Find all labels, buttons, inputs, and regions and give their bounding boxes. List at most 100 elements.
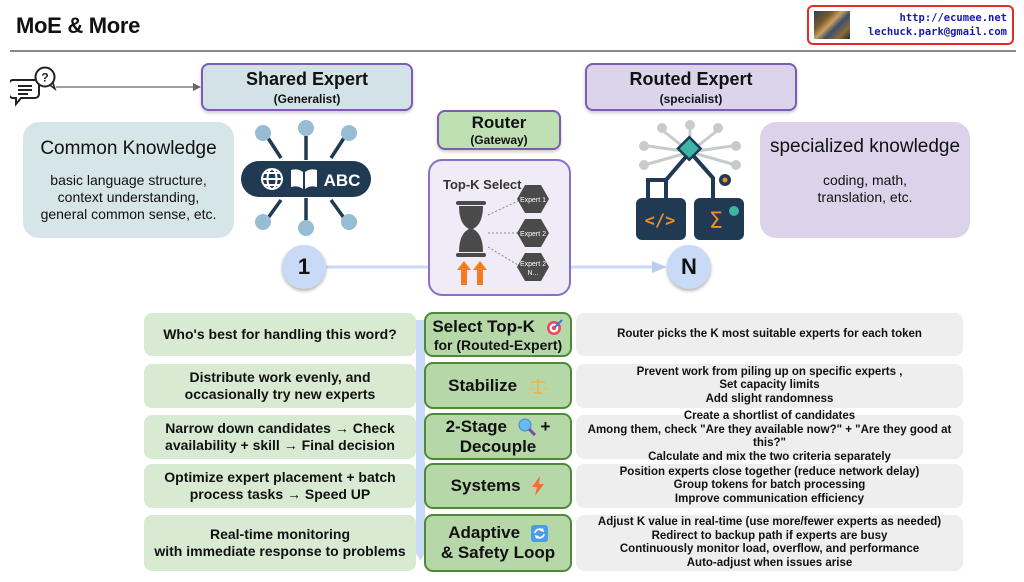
step-detail-line: Among them, check "Are they available no… [587,423,952,450]
expert-label: Expert 2 [520,261,546,268]
step-detail-line: Set capacity limits [719,379,820,392]
step-detail-line: Calculate and mix the two criteria separ… [648,450,891,463]
flow-arrow-head [652,261,667,273]
expert-label: Expert 1 [520,197,546,204]
target-icon [546,319,563,336]
lightning-icon [532,476,545,497]
specialized-knowledge-box: specialized knowledge coding, math, tran… [760,122,970,238]
title-divider [10,50,1016,52]
svg-text:?: ? [41,71,48,85]
router-title: Router [471,113,527,132]
step-question: Who's best for handling this word? [144,313,416,356]
step-stage-title: 2-Stage [445,416,507,436]
step-detail-line: Improve communication efficiency [674,492,865,505]
shared-expert-subtitle: (Generalist) [273,92,341,106]
balance-scale-icon [527,379,548,395]
author-badge: http://ecumee.net lechuck.park@gmail.com [807,5,1014,45]
step-detail-line: Group tokens for batch processing [673,479,866,492]
common-knowledge-line: basic language structure, [50,172,207,188]
step-question-line: Real-time monitoring [209,526,350,542]
step-question-line: Narrow down candidates → Check [165,420,395,436]
specialized-knowledge-line: translation, etc. [817,189,913,205]
router-diagram: Expert 1 Expert 2 Expert 2 N... [456,185,549,285]
common-knowledge-heading: Common Knowledge [40,138,217,159]
routed-expert-box: Routed Expert (specialist) [585,63,797,111]
magnifier-icon [518,418,536,437]
step-detail-line: Add slight randomness [705,392,834,405]
step-question-line: Optimize expert placement + batch [164,469,396,485]
step-detail-line: Adjust K value in real-time (use more/fe… [597,516,942,528]
expert-hexagons [517,185,549,281]
step-question-line: occasionally try new experts [184,386,376,402]
step-stage-title: Adaptive [448,523,521,542]
step-question-rest: for handling this word? [237,326,397,342]
routed-expert-subtitle: (specialist) [659,92,723,106]
step-detail-line: Prevent work from piling up on specific … [636,365,903,378]
step-detail-line: Auto-adjust when issues arise [686,556,853,569]
expert-hex-3 [517,253,549,281]
step-question-line: with immediate response to problems [154,543,406,559]
router-box: Router (Gateway) [437,110,561,150]
step-stage-sub: & Safety Loop [440,543,556,562]
svg-text:</>: </> [645,211,676,231]
step-stage-sub: Decouple [459,436,537,456]
common-knowledge-box: Common Knowledge basic language structur… [23,122,234,238]
step-stage-title: Systems [450,475,521,495]
step-stage-title: Stabilize [448,375,518,395]
input-arrow-head [193,83,201,91]
step-question-bold: Who's best [163,326,238,342]
step-question-line: availability + skill → Final decision [165,437,395,453]
svg-text:Σ: Σ [709,209,723,234]
specialized-knowledge-heading: specialized knowledge [769,136,961,157]
author-thumbnail [814,11,850,39]
step-details: Adjust K value in real-time (use more/fe… [576,515,963,571]
router-topk-panel: Top-K Select Expert 1 Expert 2 Expert 2 … [428,159,571,296]
shared-expert-box: Shared Expert (Generalist) [201,63,413,111]
expert-hex-1 [517,185,549,213]
shared-expert-title: Shared Expert [245,69,369,89]
expert-label: Expert 2 [520,231,546,238]
step-detail-line: Position experts close together (reduce … [619,465,920,478]
step-question: Real-time monitoring with immediate resp… [144,515,416,571]
step-detail-line: Continuously monitor load, overflow, and… [619,543,920,555]
author-url[interactable]: http://ecumee.net [899,12,1007,24]
generalist-icon-label: ABC [324,171,361,190]
step-details: Create a shortlist of candidates Among t… [576,410,963,463]
step-stage: Adaptive & Safety Loop [424,514,572,572]
step-details: Router picks the K most suitable experts… [576,313,963,356]
refresh-icon [530,525,548,543]
topk-select-label: Top-K Select [443,177,522,192]
step-stage-plus: + [540,416,551,436]
step-question: Distribute work evenly, and occasionally… [144,364,416,408]
step-detail-line: Router picks the K most suitable experts… [617,327,922,340]
step-stage: Select Top-K for (Routed-Expert) [424,312,572,357]
specialist-tree-icon: </> Σ [636,120,744,240]
step-stage: 2-Stage + Decouple [424,413,572,460]
step-details: Prevent work from piling up on specific … [576,364,963,408]
step-stage: Stabilize [424,362,572,409]
hourglass-icon [456,201,486,257]
up-arrows-icon [457,261,487,285]
step-detail-line: Create a shortlist of candidates [683,410,856,422]
step-stage-sub: for (Routed-Expert) [433,336,563,353]
step-detail-line: Redirect to backup path if experts are b… [651,529,888,542]
step-stage-title: Select Top-K [432,316,535,336]
step-question-line: Distribute work evenly, and [189,369,371,385]
routed-expert-title: Routed Expert [629,69,753,89]
shared-expert-count: 1 [282,245,326,289]
router-subtitle: (Gateway) [470,133,528,147]
step-stage: Systems [424,463,572,509]
expert-hex-2 [517,219,549,247]
diagram-connectors [56,83,667,273]
step-question: Narrow down candidates → Check availabil… [144,415,416,459]
expert-label: N... [528,270,539,277]
page-title: MoE & More [16,13,141,38]
common-knowledge-line: context understanding, [57,189,200,205]
step-question-line: process tasks → Speed UP [189,486,371,502]
step-question: Optimize expert placement + batch proces… [144,464,416,508]
author-email[interactable]: lechuck.park@gmail.com [867,26,1007,38]
generalist-hub-icon: ABC [241,120,371,236]
question-chat-icon: ? [10,66,57,107]
common-knowledge-line: general common sense, etc. [40,206,217,222]
specialized-knowledge-line: coding, math, [822,172,908,188]
